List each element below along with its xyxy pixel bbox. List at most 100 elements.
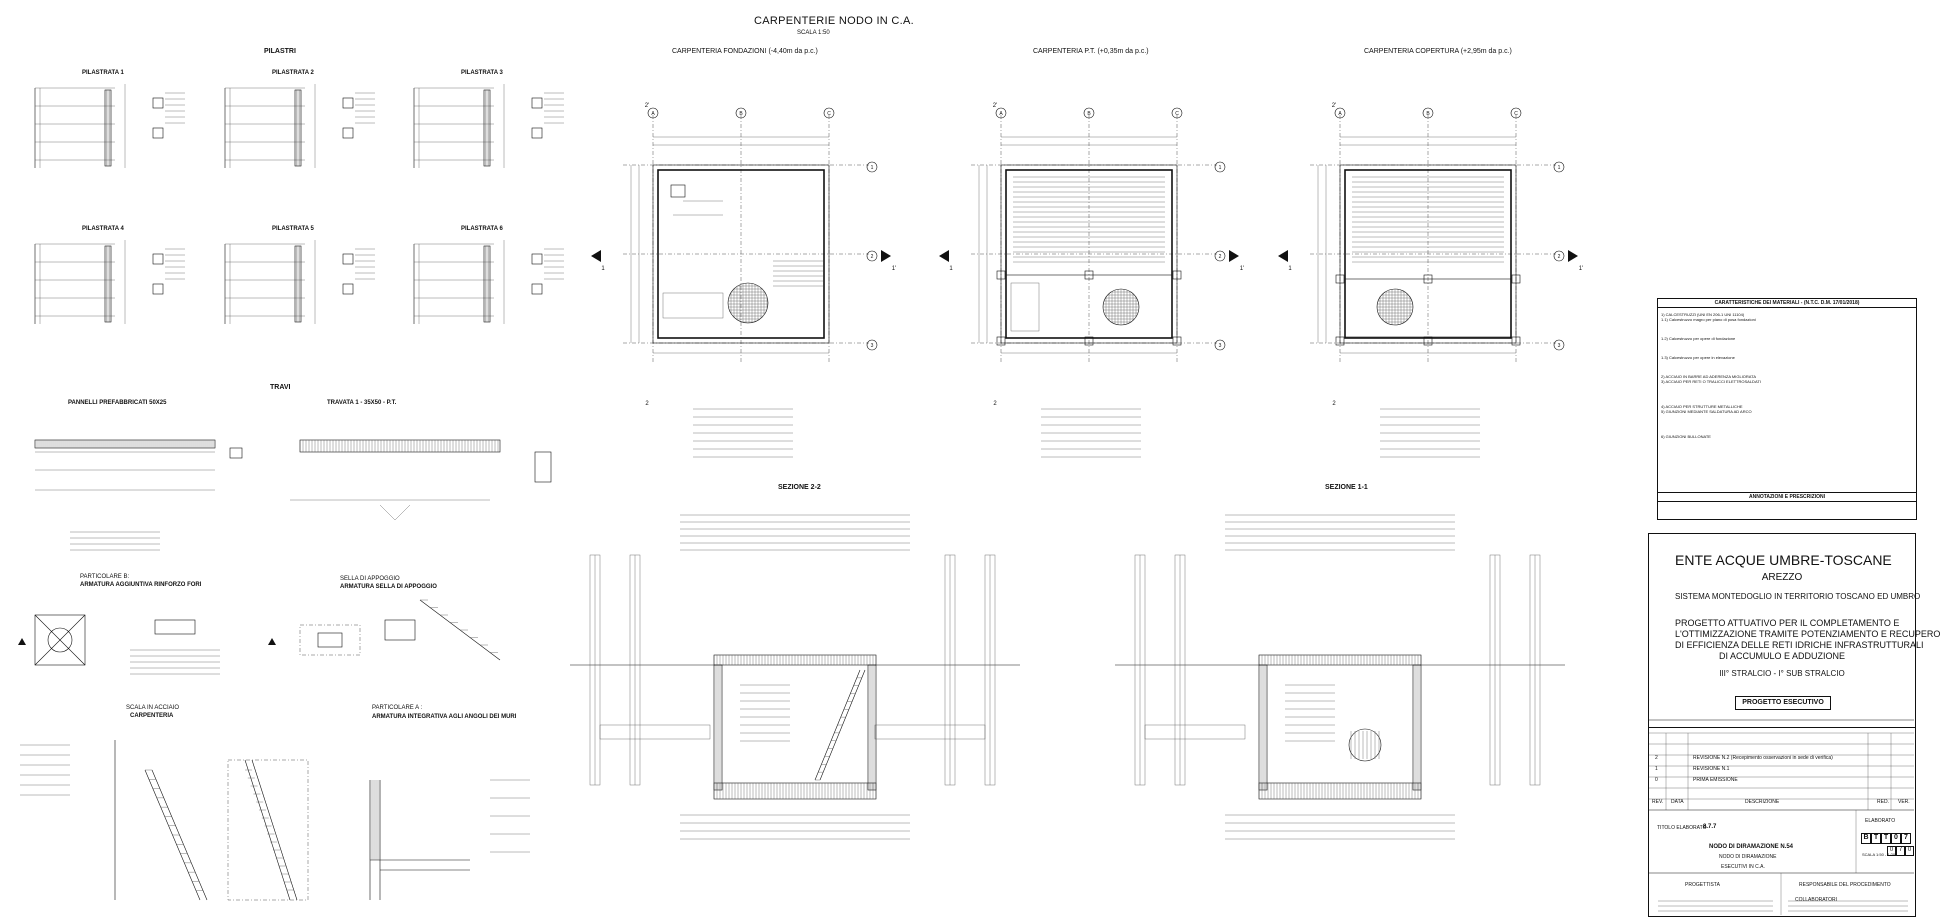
revision-desc: REVISIONE N.2 (Recepimento osservazioni … [1693, 755, 1833, 761]
column-marker [996, 336, 1006, 346]
grid-row-label: 2 [1558, 254, 1561, 260]
grid-row-label: 1 [1558, 165, 1561, 171]
grid-bubble [735, 107, 747, 119]
tb-nodo: NODO DI DIRAMAZIONE N.54 [1709, 844, 1794, 850]
label-pannelli: PANNELLI PREFABBRICATI 50X25 [68, 400, 167, 406]
plan-outline [652, 164, 830, 344]
plan-opening [1010, 282, 1040, 332]
revision-desc: REVISIONE N.1 [1693, 766, 1730, 772]
plan-opening [670, 184, 686, 198]
tb-scala: SCALA 1:50 - 1:20 [1862, 852, 1896, 857]
grid-col-label: C [1514, 111, 1518, 117]
sella-section [384, 619, 416, 641]
label-pilastrata-6: PILASTRATA 6 [461, 226, 503, 232]
column-marker [1172, 270, 1182, 280]
grid-col-label: C [1175, 111, 1179, 117]
column-section [342, 127, 354, 139]
grid-row-label: 2 [871, 254, 874, 260]
materials-row: 1.1) Calcestruzzo magro per piano di pos… [1661, 317, 1756, 322]
tb-titolo-label: TITOLO ELABORATO [1657, 825, 1707, 831]
grid-bubble [995, 107, 1007, 119]
section-sezione-22: SEZIONE 2-2 [778, 484, 821, 491]
plan-outline [1339, 164, 1517, 344]
revision-num: 1 [1655, 766, 1658, 772]
sella-bar [317, 632, 343, 648]
elaborato-char: B [1861, 833, 1871, 844]
stair-plan-line [244, 759, 291, 901]
label-pilastrata-5: PILASTRATA 5 [272, 226, 314, 232]
elaborato-char: T [1871, 833, 1881, 844]
tb-elaborato-label: ELABORATO [1865, 818, 1896, 824]
section-fondazioni: CARPENTERIA FONDAZIONI (-4,40m da p.c.) [672, 48, 818, 55]
column-section [152, 127, 164, 139]
elaborato-char: 7 [1896, 846, 1905, 856]
materials-row: 4) ACCIAIO PER STRUTTURE METALLICHE [1661, 404, 1743, 409]
column-marker [1335, 336, 1345, 346]
cut-arrow [1568, 250, 1578, 262]
tb-ente: ENTE ACQUE UMBRE-TOSCANE [1675, 552, 1892, 568]
column-marker [1084, 270, 1094, 280]
column-section [342, 97, 354, 109]
grid-bubble [1334, 107, 1346, 119]
rev-col-red: RED. [1877, 799, 1889, 805]
beam-section [534, 451, 552, 483]
grid-bubble [1422, 107, 1434, 119]
grid-bubble [823, 107, 835, 119]
section-arrow [18, 638, 26, 645]
grid-bubble [1553, 250, 1565, 262]
materials-header: CARATTERISTICHE DEI MATERIALI - (N.T.C. … [1658, 299, 1916, 308]
tb-progetto-2: L'OTTIMIZZAZIONE TRAMITE POTENZIAMENTO E… [1675, 629, 1940, 639]
stair-plan-line [251, 759, 298, 901]
cut-arrow [939, 250, 949, 262]
tb-fase-box: PROGETTO ESECUTIVO [1735, 696, 1831, 710]
grid-row-label: 2 [1219, 254, 1222, 260]
grid-bubble [1214, 339, 1226, 351]
column-section [152, 253, 164, 265]
cut-label: 1' [1240, 266, 1244, 272]
tb-collaboratori: COLLABORATORI [1795, 897, 1838, 903]
section-pt: CARPENTERIA P.T. (+0,35m da p.c.) [1033, 48, 1149, 55]
column-marker [1423, 274, 1433, 284]
column-marker [1084, 336, 1094, 346]
sella-outline [299, 624, 361, 656]
title-block: ENTE ACQUE UMBRE-TOSCANE AREZZO SISTEMA … [1648, 533, 1940, 917]
grid-row-label: 3 [1219, 343, 1222, 349]
cut-label: 1' [892, 266, 896, 272]
cut-label: 2 [993, 401, 997, 407]
column-marker [996, 270, 1006, 280]
plan-outline [1000, 164, 1178, 344]
label-pilastrata-1: PILASTRATA 1 [82, 70, 124, 76]
column-section [152, 283, 164, 295]
revision-num: 0 [1655, 777, 1658, 783]
tb-responsabile: RESPONSABILE DEL PROCEDIMENTO [1799, 882, 1891, 888]
panel-section [229, 447, 243, 459]
pipe [1144, 724, 1246, 740]
tb-titolo-code: 8.7.7 [1703, 824, 1717, 830]
materials-table: CARATTERISTICHE DEI MATERIALI - (N.T.C. … [1657, 298, 1917, 520]
cut-arrow [881, 250, 891, 262]
column-section [531, 97, 543, 109]
label-particolare-a: PARTICOLARE A : [372, 705, 423, 711]
column-marker [1335, 274, 1345, 284]
grid-bubble [866, 339, 878, 351]
elaborato-char: 7 [1901, 833, 1911, 844]
mesh-circle [727, 282, 769, 324]
grid-bubble [866, 250, 878, 262]
beam-band [1005, 274, 1173, 339]
label-sella-sub: ARMATURA SELLA DI APPOGGIO [340, 584, 437, 590]
bent-bar [379, 504, 396, 521]
column-section [342, 283, 354, 295]
cut-label: 1 [949, 266, 953, 272]
grid-bubble [1083, 107, 1095, 119]
tb-progetto-1: PROGETTO ATTUATIVO PER IL COMPLETAMENTO … [1675, 618, 1900, 628]
label-trave-1: TRAVATA 1 - 35X50 - P.T. [327, 400, 397, 406]
label-scala: SCALA IN ACCIAIO [126, 705, 180, 711]
pipe-section [1348, 728, 1382, 762]
stair-plan [227, 759, 309, 901]
grid-col-label: A [1338, 111, 1342, 117]
elaborato-char: T [1881, 833, 1891, 844]
column-section [152, 97, 164, 109]
column-section [342, 253, 354, 265]
